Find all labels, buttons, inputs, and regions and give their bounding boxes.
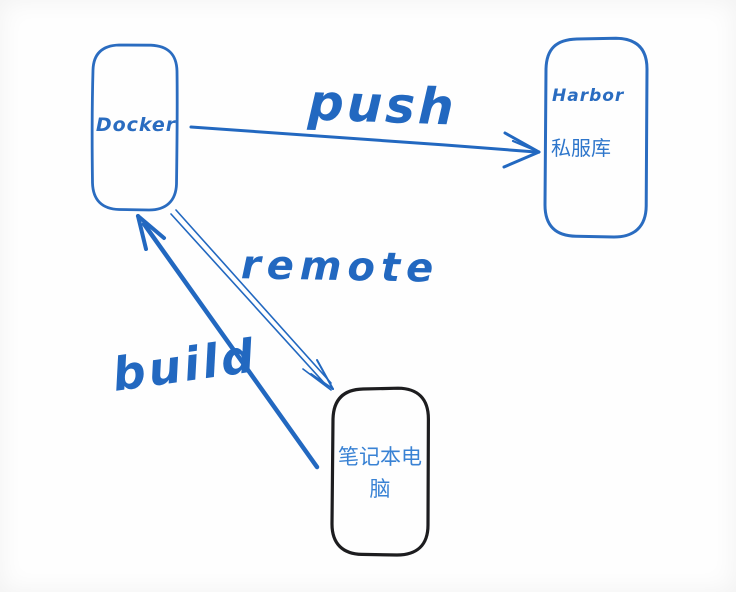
harbor-box <box>543 36 649 239</box>
build-arrow <box>136 214 320 470</box>
remote-arrow <box>170 209 334 391</box>
harbor-node-title: Harbor <box>552 86 625 106</box>
docker-node-label: Docker <box>95 114 177 136</box>
push-arrow <box>189 125 541 169</box>
laptop-node-label: 笔记本电脑 <box>338 445 422 501</box>
remote-edge-label: remote <box>240 242 440 292</box>
push-edge-label: push <box>307 73 458 137</box>
laptop-box <box>330 386 430 557</box>
docker-box <box>90 43 179 212</box>
harbor-node-subtitle: 私服库 <box>551 136 611 160</box>
